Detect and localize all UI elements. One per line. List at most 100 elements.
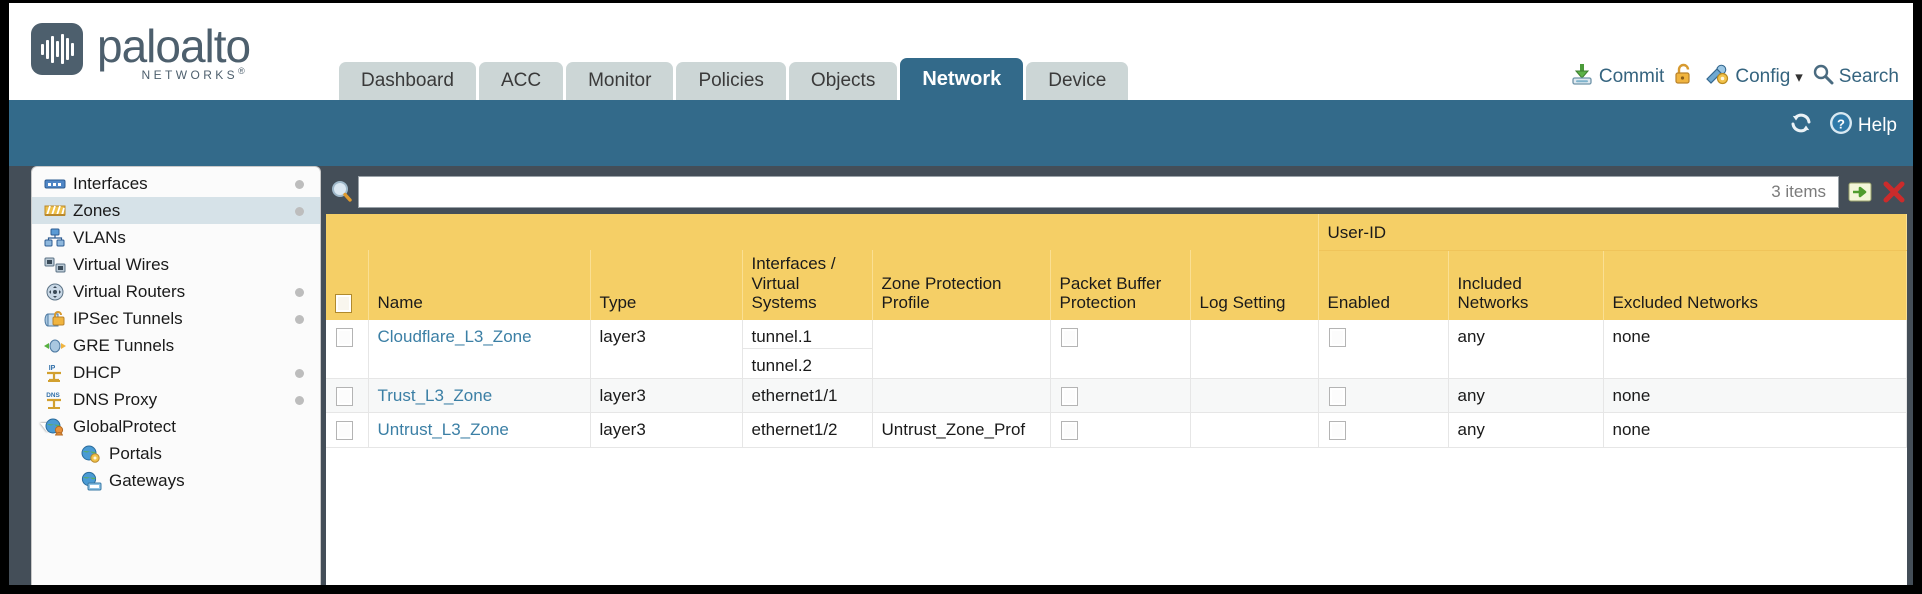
tab-policies[interactable]: Policies bbox=[676, 62, 786, 100]
search-label: Search bbox=[1838, 66, 1899, 87]
userid-enabled-checkbox[interactable] bbox=[1328, 421, 1346, 441]
column-header-type[interactable]: Type bbox=[590, 250, 743, 320]
search-button[interactable]: Search bbox=[1812, 63, 1899, 91]
userid-enabled-checkbox[interactable] bbox=[1328, 327, 1346, 347]
cell-type: layer3 bbox=[590, 378, 743, 414]
svg-text:DNS: DNS bbox=[46, 392, 60, 399]
cell-userid-enabled bbox=[1318, 378, 1449, 414]
cell-packet-buffer-protection bbox=[1050, 378, 1191, 414]
sidebar-item-label: Gateways bbox=[109, 470, 185, 490]
tab-objects[interactable]: Objects bbox=[788, 62, 898, 100]
sidebar-item-vlans[interactable]: VLANs bbox=[32, 224, 320, 251]
cell-included-networks: any bbox=[1448, 378, 1604, 414]
packet-buffer-protection-checkbox[interactable] bbox=[1060, 421, 1078, 441]
cell-excluded-networks: none bbox=[1603, 319, 1907, 379]
tab-dashboard[interactable]: Dashboard bbox=[339, 62, 476, 100]
search-filter-box[interactable]: 3 items bbox=[358, 176, 1839, 208]
table-row[interactable]: Trust_L3_Zone layer3 ethernet1/1 bbox=[326, 378, 1907, 414]
cell-name: Cloudflare_L3_Zone bbox=[368, 319, 591, 379]
sidebar-item-virtual-routers[interactable]: Virtual Routers bbox=[32, 278, 320, 305]
commit-button[interactable]: Commit bbox=[1570, 62, 1664, 92]
ipsec-tunnels-icon bbox=[44, 309, 66, 329]
sidebar-item-label: Virtual Routers bbox=[73, 281, 186, 301]
paloalto-logo-icon bbox=[31, 23, 83, 75]
tab-network[interactable]: Network bbox=[900, 58, 1024, 100]
clear-filter-button[interactable] bbox=[1881, 179, 1907, 205]
interface-entry: tunnel.2 bbox=[751, 355, 813, 375]
sidebar: Interfaces Zones VLANs bbox=[31, 166, 321, 585]
packet-buffer-protection-checkbox[interactable] bbox=[1060, 386, 1078, 406]
tab-device[interactable]: Device bbox=[1026, 62, 1129, 100]
sidebar-item-virtual-wires[interactable]: Virtual Wires bbox=[32, 251, 320, 278]
cell-type: layer3 bbox=[590, 412, 743, 448]
sidebar-item-portals[interactable]: Portals bbox=[32, 440, 320, 467]
config-icon bbox=[1704, 62, 1730, 92]
column-header-userid-enabled[interactable]: Enabled bbox=[1318, 250, 1449, 320]
search-icon bbox=[1812, 63, 1834, 91]
row-checkbox[interactable] bbox=[336, 421, 353, 441]
zones-table: User-ID Name Type Interfaces / Virtual S… bbox=[326, 214, 1907, 448]
refresh-icon[interactable] bbox=[1788, 111, 1814, 141]
cell-userid-enabled bbox=[1318, 412, 1449, 448]
row-select-cell bbox=[326, 412, 369, 448]
packet-buffer-protection-checkbox[interactable] bbox=[1060, 327, 1078, 347]
cell-packet-buffer-protection bbox=[1050, 412, 1191, 448]
group-header-spacer bbox=[326, 214, 1319, 250]
cell-interfaces: ethernet1/2 bbox=[742, 412, 873, 448]
cell-name: Trust_L3_Zone bbox=[368, 378, 591, 414]
zone-name-link[interactable]: Cloudflare_L3_Zone bbox=[377, 326, 532, 346]
zone-name-link[interactable]: Untrust_L3_Zone bbox=[377, 420, 509, 440]
search-input[interactable] bbox=[367, 183, 1772, 201]
userid-enabled-checkbox[interactable] bbox=[1328, 386, 1346, 406]
gre-tunnels-icon bbox=[44, 336, 66, 356]
apply-filter-button[interactable] bbox=[1847, 179, 1873, 205]
gateways-icon bbox=[80, 471, 102, 491]
config-menu-button[interactable]: Config ▾ bbox=[1704, 62, 1803, 92]
sidebar-item-ipsec-tunnels[interactable]: IPSec Tunnels bbox=[32, 305, 320, 332]
column-header-name[interactable]: Name bbox=[368, 250, 591, 320]
lock-button[interactable] bbox=[1673, 62, 1695, 92]
column-header-included-networks[interactable]: Included Networks bbox=[1448, 250, 1604, 320]
cell-excluded-networks: none bbox=[1603, 378, 1907, 414]
table-row[interactable]: Cloudflare_L3_Zone layer3 tunnel.1 tunne… bbox=[326, 319, 1907, 379]
tab-monitor[interactable]: Monitor bbox=[566, 62, 674, 100]
status-dot bbox=[295, 179, 304, 189]
sidebar-item-dns-proxy[interactable]: DNS DNS Proxy bbox=[32, 386, 320, 413]
help-label: Help bbox=[1857, 115, 1897, 136]
column-header-packet-buffer-protection[interactable]: Packet Buffer Protection bbox=[1050, 250, 1191, 320]
column-header-interfaces[interactable]: Interfaces / Virtual Systems bbox=[742, 250, 873, 320]
cell-log-setting bbox=[1190, 378, 1319, 414]
commit-icon bbox=[1570, 62, 1594, 92]
column-header-log-setting[interactable]: Log Setting bbox=[1190, 250, 1319, 320]
sidebar-item-gateways[interactable]: Gateways bbox=[32, 467, 320, 494]
status-dot bbox=[295, 368, 304, 378]
sidebar-item-interfaces[interactable]: Interfaces bbox=[32, 170, 320, 197]
select-all-checkbox[interactable] bbox=[335, 293, 352, 313]
sidebar-item-dhcp[interactable]: IP DHCP bbox=[32, 359, 320, 386]
row-select-cell bbox=[326, 319, 369, 379]
table-row[interactable]: Untrust_L3_Zone layer3 ethernet1/2 Untru… bbox=[326, 412, 1907, 448]
brand-logo[interactable]: paloalto NETWORKS® bbox=[31, 20, 251, 85]
tab-acc[interactable]: ACC bbox=[478, 62, 564, 100]
magnifier-icon[interactable] bbox=[328, 179, 356, 205]
column-header-zone-protection-profile[interactable]: Zone Protection Profile bbox=[872, 250, 1051, 320]
cell-zone-protection-profile bbox=[872, 378, 1051, 414]
group-header-userid: User-ID bbox=[1318, 214, 1907, 251]
zone-name-link[interactable]: Trust_L3_Zone bbox=[377, 385, 493, 405]
row-checkbox[interactable] bbox=[336, 386, 353, 406]
sidebar-item-zones[interactable]: Zones bbox=[32, 197, 320, 224]
top-header: paloalto NETWORKS® Dashboard ACC Monitor… bbox=[9, 3, 1913, 100]
chevron-down-icon[interactable]: ▾ bbox=[1795, 69, 1803, 86]
sidebar-item-globalprotect[interactable]: GlobalProtect bbox=[32, 413, 320, 440]
sidebar-item-label: IPSec Tunnels bbox=[73, 308, 183, 328]
row-checkbox[interactable] bbox=[336, 327, 353, 347]
svg-text:IP: IP bbox=[49, 365, 56, 372]
help-button[interactable]: ? Help bbox=[1828, 110, 1897, 142]
status-dot bbox=[295, 287, 304, 297]
sidebar-item-gre-tunnels[interactable]: GRE Tunnels bbox=[32, 332, 320, 359]
table-group-header-row: User-ID bbox=[326, 214, 1907, 251]
cell-type: layer3 bbox=[590, 319, 743, 379]
brand-name: paloalto bbox=[97, 20, 251, 72]
column-header-excluded-networks[interactable]: Excluded Networks bbox=[1603, 250, 1907, 320]
cell-zone-protection-profile: Untrust_Zone_Prof bbox=[872, 412, 1051, 448]
